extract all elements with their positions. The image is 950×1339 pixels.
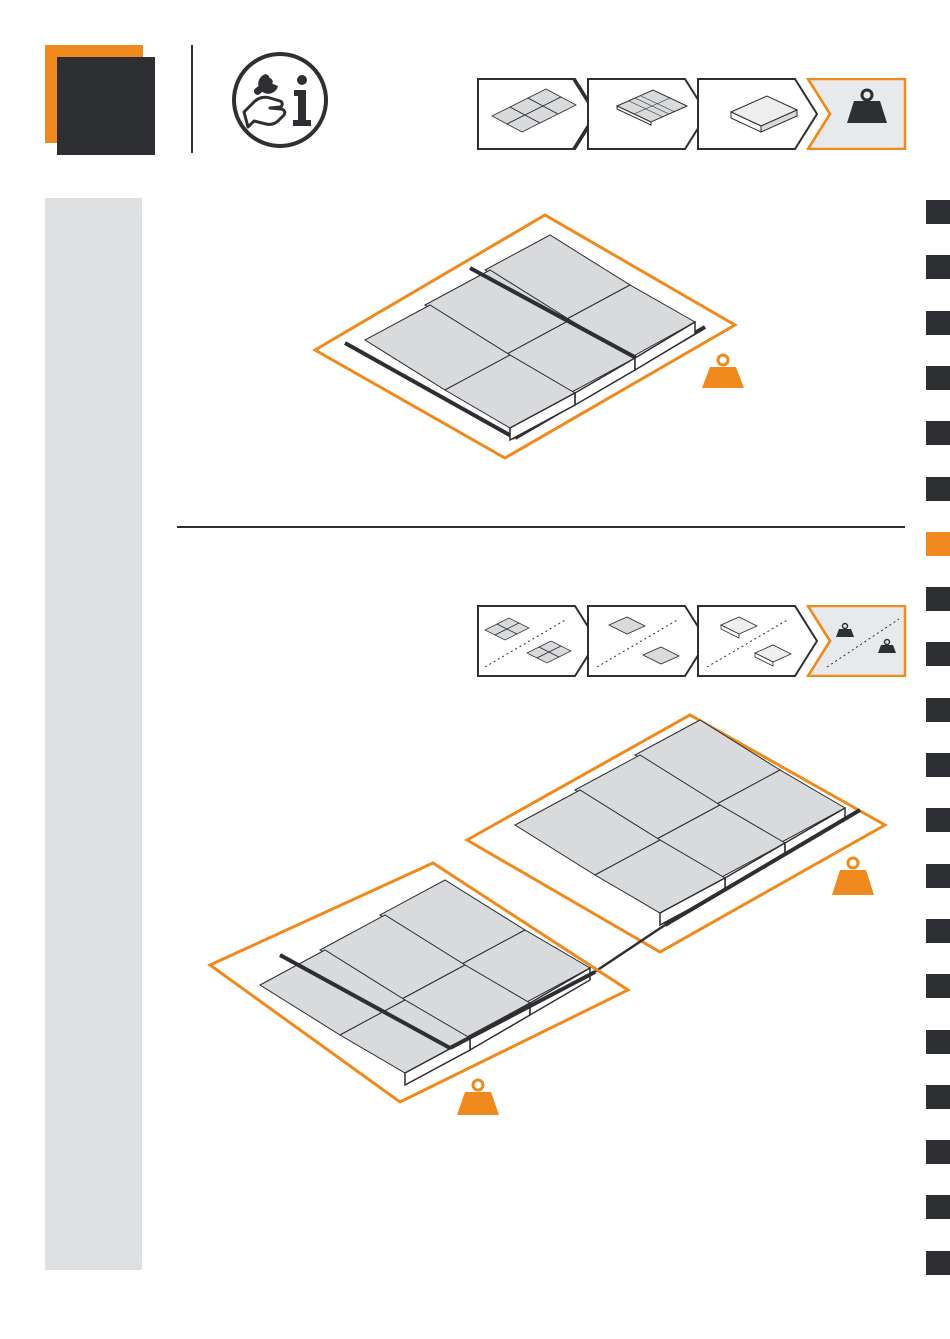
- step-single-panel: [588, 79, 707, 149]
- single-array-ballast-illustration: [310, 210, 750, 465]
- chapter-tab-10[interactable]: [926, 698, 950, 722]
- chapter-tab-20[interactable]: [926, 1251, 950, 1275]
- chapter-tab-1[interactable]: [926, 200, 950, 224]
- chapter-tab-16[interactable]: [926, 1030, 950, 1054]
- section-divider: [177, 526, 905, 528]
- step-multi-panel: [478, 79, 597, 149]
- chapter-tab-15[interactable]: [926, 974, 950, 998]
- bottom-step-bar: [477, 605, 907, 677]
- chapter-tab-6[interactable]: [926, 477, 950, 501]
- ballast-weight-icon: [832, 858, 874, 895]
- chapter-tab-9[interactable]: [926, 642, 950, 666]
- step-split-panels: [588, 606, 707, 676]
- chapter-tab-5[interactable]: [926, 421, 950, 445]
- step-split-panel-arrays: [478, 606, 597, 676]
- chapter-tab-17[interactable]: [926, 1085, 950, 1109]
- chapter-marker: [45, 45, 155, 155]
- chapter-tab-12[interactable]: [926, 808, 950, 832]
- ballast-weight-icon: [702, 355, 744, 388]
- chapter-tab-14[interactable]: [926, 919, 950, 943]
- step-split-trays: [698, 606, 817, 676]
- chapter-tab-3[interactable]: [926, 311, 950, 335]
- chapter-tab-13[interactable]: [926, 864, 950, 888]
- step-ballast-weight: [808, 79, 905, 149]
- top-step-bar: [477, 78, 907, 150]
- header-divider: [191, 45, 193, 153]
- chapter-tab-18[interactable]: [926, 1140, 950, 1164]
- step-split-weights: [808, 606, 905, 676]
- chapter-tab-19[interactable]: [926, 1195, 950, 1219]
- chapter-tab-8[interactable]: [926, 587, 950, 611]
- chapter-tab-4[interactable]: [926, 366, 950, 390]
- double-array-ballast-illustration: [205, 710, 895, 1120]
- chapter-tab-11[interactable]: [926, 753, 950, 777]
- ballast-weight-icon: [457, 1080, 499, 1115]
- left-sidebar-panel: [45, 198, 142, 1270]
- chapter-tab-7[interactable]: [926, 532, 950, 556]
- step-ballast-tray: [698, 79, 817, 149]
- tools-info-icon: [230, 50, 330, 150]
- chapter-tab-2[interactable]: [926, 255, 950, 279]
- chapter-marker-block: [57, 57, 155, 155]
